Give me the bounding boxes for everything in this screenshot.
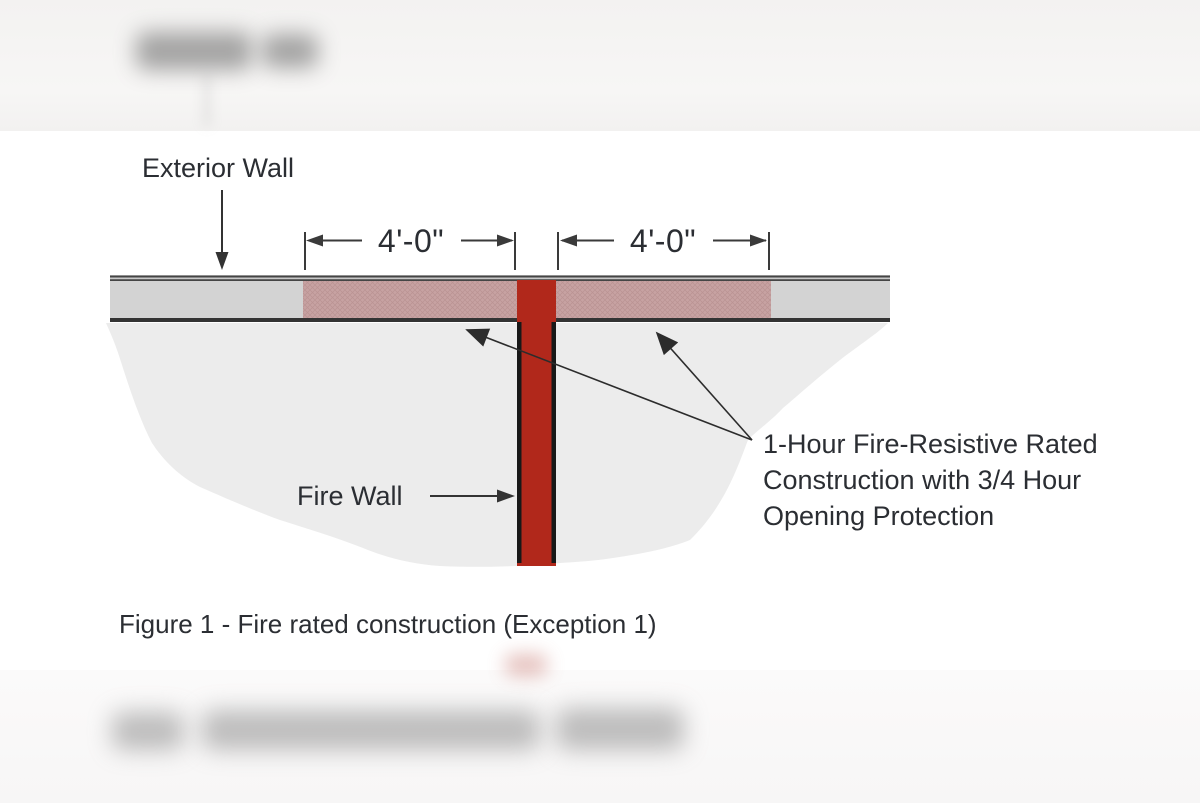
blurred-text-smudge [262, 34, 318, 68]
rated-construction-line-1: 1-Hour Fire-Resistive Rated [763, 429, 1098, 459]
exterior-wall-arrow [215, 190, 229, 270]
blurred-text-smudge [136, 32, 252, 70]
exterior-wall-label: Exterior Wall [142, 153, 295, 183]
blurred-arrow-smudge [204, 74, 210, 126]
top-blurred-band [0, 0, 1200, 131]
rated-construction-label: 1-Hour Fire-Resistive Rated Construction… [763, 426, 1098, 534]
rated-construction-line-3: Opening Protection [763, 501, 995, 531]
dimension-left-label: 4'-0" [377, 223, 445, 259]
exterior-wall-band [110, 275, 890, 322]
dimension-left [304, 232, 516, 270]
bottom-blurred-band [0, 654, 1200, 803]
rated-construction-arrows [465, 328, 753, 441]
blurred-text-smudge [112, 712, 184, 750]
fire-wall-shape [517, 280, 556, 566]
figure-caption: Figure 1 - Fire rated construction (Exce… [119, 609, 657, 639]
blurred-text-smudge [556, 708, 684, 750]
fire-wall-label: Fire Wall [297, 481, 403, 511]
ceiling-mass [106, 323, 888, 567]
dimension-right [557, 232, 770, 270]
blurred-red-smudge [505, 654, 547, 676]
rated-construction-line-2: Construction with 3/4 Hour [763, 465, 1082, 495]
dimension-right-label: 4'-0" [629, 223, 697, 259]
blurred-text-smudge [202, 710, 540, 750]
fire-wall-arrow [430, 489, 515, 503]
